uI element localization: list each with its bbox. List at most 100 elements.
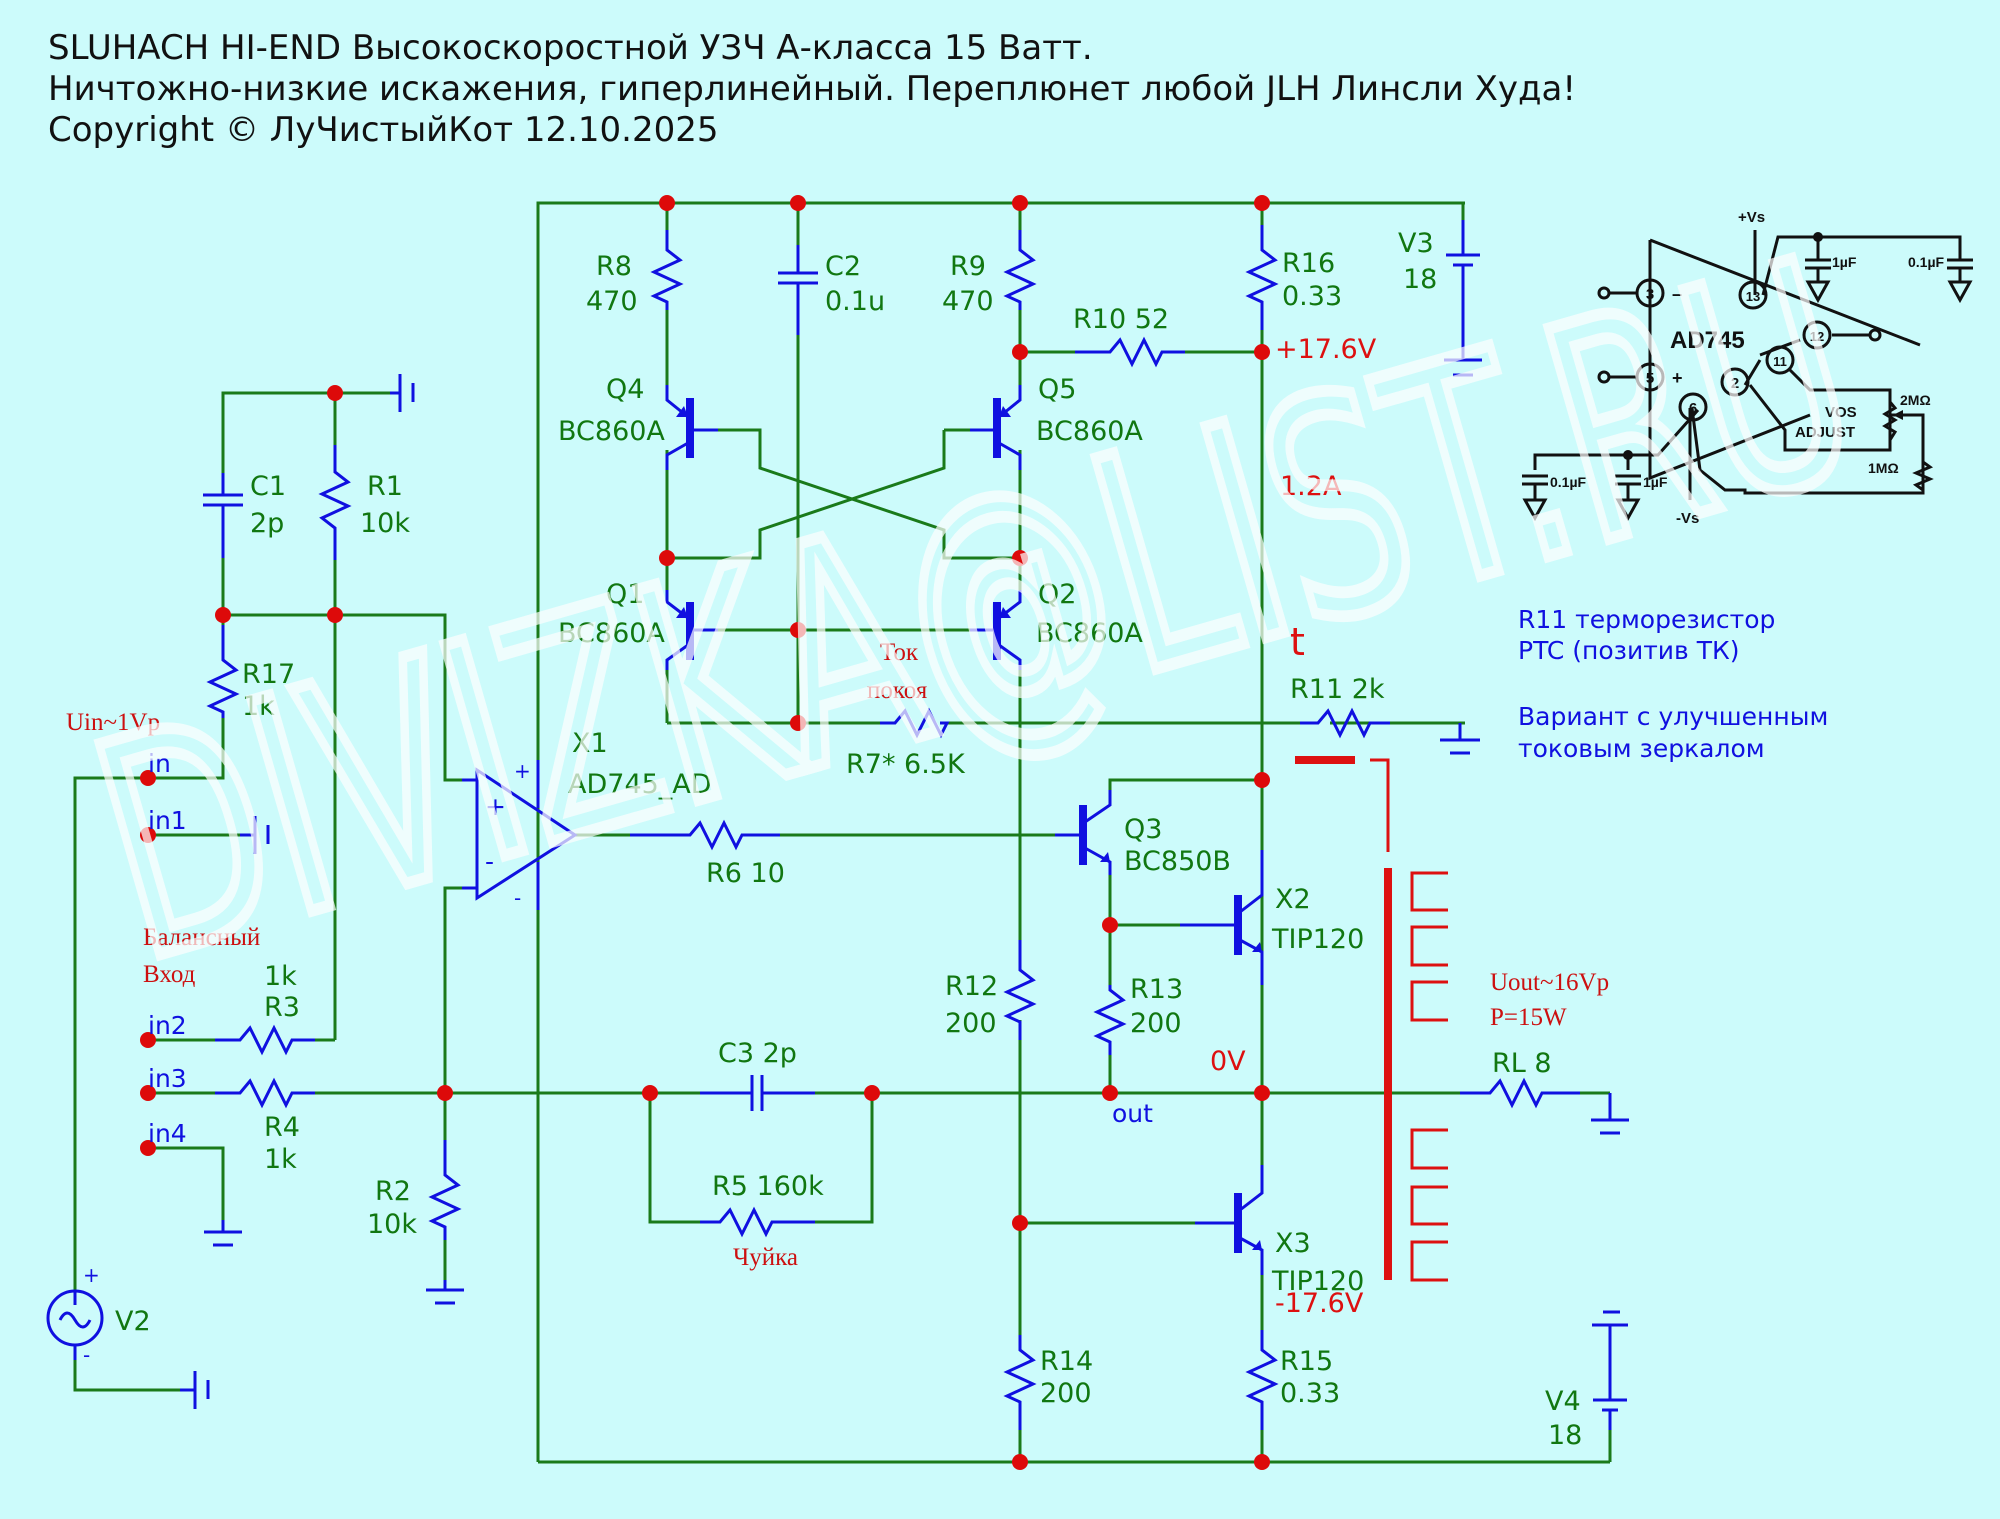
- inset-cap-4: 1µF: [1643, 474, 1668, 490]
- c2-ref: C2: [825, 251, 861, 282]
- q4-value: BC860A: [558, 416, 665, 447]
- r4-ref: R4: [264, 1112, 300, 1143]
- r12-ref: R12: [945, 971, 998, 1002]
- r5-label: R5 160k: [712, 1171, 824, 1202]
- r1-ref: R1: [367, 471, 403, 502]
- r15-ref: R15: [1280, 1346, 1333, 1377]
- x1-value: AD745_AD: [568, 769, 712, 800]
- zero-volt-label: 0V: [1210, 1046, 1246, 1077]
- pin-circle-3: 3: [1635, 278, 1665, 308]
- resistor-r4: [215, 1077, 315, 1109]
- pin-circle-12: 12: [1802, 320, 1832, 350]
- battery-v3: [1444, 220, 1482, 377]
- rl-label: RL 8: [1492, 1048, 1552, 1079]
- resistor-r17: [206, 625, 240, 718]
- pin-circle-13: 13: [1738, 280, 1768, 310]
- inset-pot-value: 2MΩ: [1900, 392, 1931, 408]
- q5-value: BC860A: [1036, 416, 1143, 447]
- transistor-q4: [665, 385, 718, 470]
- inset-plus: +: [1672, 368, 1683, 388]
- r4-value: 1k: [264, 1144, 297, 1175]
- resistor-r9: [1003, 230, 1037, 310]
- title-line-1: SLUHACH HI-END Высокоскоростной УЗЧ А-кл…: [48, 28, 1093, 68]
- capacitor-icon: [1805, 258, 1831, 304]
- q5-ref: Q5: [1038, 374, 1076, 405]
- opamp-noninv-sign: +: [485, 792, 506, 821]
- inset-vs-minus: -Vs: [1676, 510, 1699, 527]
- svg-text:5: 5: [1646, 370, 1654, 387]
- opamp-inv-sign: -: [485, 847, 494, 876]
- v2-ref: V2: [115, 1306, 151, 1337]
- ad745-pinout-inset: 3 5 13 12 11 2 6 AD745 – + +Vs -Vs 1µF 0…: [1522, 209, 1973, 527]
- title-line-3: Copyright © ЛуЧистыйКот 12.10.2025: [48, 110, 719, 150]
- r8-value: 470: [586, 286, 638, 317]
- opamp-vminus-sign: -: [514, 886, 521, 910]
- note-line-4: токовым зеркалом: [1518, 734, 1765, 763]
- port-in3: in3: [148, 1064, 187, 1093]
- inset-chip-name: AD745: [1670, 327, 1745, 354]
- q2-value: BC860A: [1036, 618, 1143, 649]
- transistor-x2: [1180, 850, 1264, 985]
- v3-value: 18: [1403, 264, 1437, 295]
- resistor-r10: [1075, 336, 1185, 368]
- r8-ref: R8: [596, 251, 632, 282]
- current-label: 1.2A: [1280, 471, 1342, 502]
- sense-label: Чуйка: [733, 1244, 798, 1271]
- opamp-vplus-sign: +: [514, 759, 531, 783]
- c1-ref: C1: [250, 471, 286, 502]
- r2-ref: R2: [375, 1176, 411, 1207]
- resistor-r16: [1245, 225, 1279, 330]
- output-power-label: P=15W: [1490, 1004, 1567, 1031]
- schematic-title: SLUHACH HI-END Высокоскоростной УЗЧ А-кл…: [48, 28, 1576, 151]
- pin-circle-11: 11: [1765, 345, 1795, 375]
- port-in: in: [148, 749, 171, 778]
- resistor-r13: [1093, 985, 1127, 1055]
- output-voltage-label: Uout~16Vp: [1490, 969, 1609, 996]
- port-out: out: [1112, 1099, 1153, 1128]
- balanced-input-label-2: Вход: [143, 961, 196, 988]
- c2-value: 0.1u: [825, 286, 885, 317]
- inset-cap-1: 1µF: [1832, 254, 1857, 270]
- svg-text:2: 2: [1731, 375, 1739, 392]
- battery-v4: [1592, 1310, 1628, 1430]
- note-line-1: R11 терморезистор: [1518, 605, 1775, 634]
- resistor-r6: [630, 819, 780, 851]
- transistor-q3: [1055, 790, 1112, 875]
- r14-ref: R14: [1040, 1346, 1093, 1377]
- x3-ref: X3: [1275, 1228, 1311, 1259]
- v3-ref: V3: [1398, 228, 1434, 259]
- r9-ref: R9: [950, 251, 986, 282]
- v2-plus-sign: +: [83, 1263, 100, 1287]
- capacitor-icon: [1522, 474, 1548, 522]
- balanced-input-label-1: Балансный: [143, 924, 260, 951]
- v2-minus-sign: -: [83, 1343, 90, 1367]
- input-voltage-label: Uin~1Vp: [66, 709, 160, 736]
- pin-circle-6: 6: [1678, 392, 1708, 422]
- r3-value: 1k: [264, 961, 297, 992]
- ground-symbol: [240, 816, 270, 854]
- c3-label: C3 2p: [718, 1038, 797, 1069]
- port-in4: in4: [148, 1119, 187, 1148]
- x3-value: TIP120: [1271, 1266, 1364, 1297]
- r11-label: R11 2k: [1290, 674, 1385, 705]
- thermistor-t-label: t: [1290, 620, 1305, 664]
- ground-symbol: [204, 1220, 242, 1247]
- ground-symbol: [426, 1280, 464, 1305]
- c1-value: 2p: [250, 508, 284, 539]
- q1-value: BC860A: [558, 618, 665, 649]
- resistor-r11: [1300, 707, 1390, 739]
- r13-value: 200: [1130, 1008, 1182, 1039]
- capacitor-icon: [1615, 474, 1641, 522]
- inset-minus: –: [1672, 284, 1682, 304]
- ground-symbol: [1440, 723, 1480, 755]
- heatsink: [1384, 868, 1448, 1282]
- ac-source-v2: [46, 1289, 104, 1360]
- x1-ref: X1: [572, 728, 608, 759]
- thermal-coupling: [1295, 756, 1390, 852]
- wires: [73, 201, 1612, 1464]
- r12-value: 200: [945, 1008, 997, 1039]
- r6-label: R6 10: [706, 858, 785, 889]
- pin-circle-5: 5: [1635, 362, 1665, 392]
- transistor-q1: [665, 590, 718, 670]
- r14-value: 200: [1040, 1378, 1092, 1409]
